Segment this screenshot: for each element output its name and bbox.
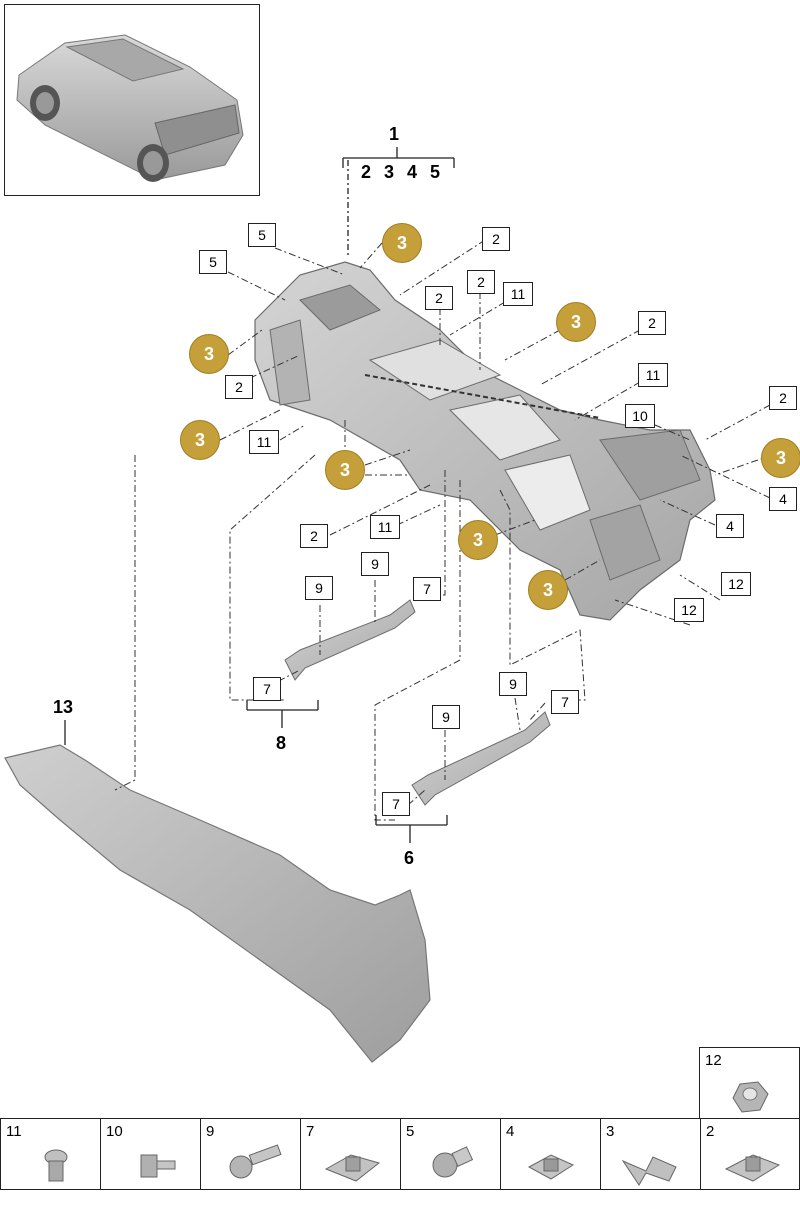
vehicle-thumbnail [4,4,260,196]
part-label-11[interactable]: 11 [370,515,400,539]
legend-num: 9 [206,1123,215,1140]
legend-cell-5[interactable]: 5 [400,1118,501,1190]
bracket-assembly-6 [411,711,551,806]
assembly-label-1: 1 [389,124,400,144]
part-label-5[interactable]: 5 [199,250,227,274]
legend-num: 10 [106,1123,123,1140]
part-label-11[interactable]: 11 [249,430,279,454]
part-label-10[interactable]: 10 [625,404,655,428]
assembly-label-6: 6 [404,848,415,868]
spring-clip-icon [621,1156,677,1186]
screw-icon [229,1144,282,1179]
sub-label-4: 4 [407,162,418,182]
car-illustration [16,34,244,182]
assembly-label-8: 8 [276,733,287,753]
part-label-9[interactable]: 9 [432,705,460,729]
legend-num: 11 [6,1123,22,1140]
cage-nut-icon [527,1154,575,1180]
legend-cell-2[interactable]: 2 [700,1118,800,1190]
legend-cell-7[interactable]: 7 [300,1118,401,1190]
part-label-9[interactable]: 9 [499,672,527,696]
callout-3[interactable]: 3 [180,420,220,460]
callout-3[interactable]: 3 [528,570,568,610]
sub-label-2: 2 [361,162,372,182]
part-label-7[interactable]: 7 [253,677,281,701]
group-brackets [246,700,448,843]
part-label-9[interactable]: 9 [361,552,389,576]
part-label-2[interactable]: 2 [300,524,328,548]
callout-3[interactable]: 3 [189,334,229,374]
legend-num: 12 [705,1052,722,1069]
part-label-4[interactable]: 4 [716,514,744,538]
part-label-11[interactable]: 11 [638,363,668,387]
callout-3[interactable]: 3 [556,302,596,342]
legend-cell-4[interactable]: 4 [500,1118,601,1190]
bracket-assembly-8 [284,599,416,681]
bolt-icon [44,1149,68,1182]
part-label-2[interactable]: 2 [638,311,666,335]
legend-cell-12[interactable]: 12 [699,1047,800,1119]
sub-label-3: 3 [384,162,395,182]
part-label-12[interactable]: 12 [721,572,751,596]
part-label-4[interactable]: 4 [769,487,797,511]
legend-num: 2 [706,1123,715,1140]
part-label-2[interactable]: 2 [225,375,253,399]
bolt-icon [432,1146,474,1178]
callout-3[interactable]: 3 [325,450,365,490]
callout-3[interactable]: 3 [458,520,498,560]
legend-cell-11[interactable]: 11 [0,1118,101,1190]
part-label-7[interactable]: 7 [551,690,579,714]
callout-3[interactable]: 3 [761,438,800,478]
console-frame [254,261,716,621]
legend-num: 3 [606,1123,615,1140]
part-label-9[interactable]: 9 [305,576,333,600]
clip-nut-icon [324,1154,381,1182]
legend-cell-10[interactable]: 10 [100,1118,201,1190]
part-label-7[interactable]: 7 [413,577,441,601]
part-label-2[interactable]: 2 [769,386,797,410]
callout-3[interactable]: 3 [382,223,422,263]
part-label-2[interactable]: 2 [467,270,495,294]
group-bracket [342,147,455,255]
screw-icon [140,1154,176,1178]
assembly-label-13: 13 [53,697,74,717]
legend-num: 4 [506,1123,515,1140]
sub-label-5: 5 [430,162,441,182]
part-label-2[interactable]: 2 [425,286,453,310]
legend-num: 5 [406,1123,415,1140]
part-label-7[interactable]: 7 [382,792,410,816]
legend-cell-3[interactable]: 3 [600,1118,701,1190]
part-label-2[interactable]: 2 [482,227,510,251]
clip-nut-icon [724,1154,781,1182]
part-label-5[interactable]: 5 [248,223,276,247]
legend-cell-9[interactable]: 9 [200,1118,301,1190]
legend-num: 7 [306,1123,315,1140]
trim-panel-13 [4,744,431,1063]
hex-nut-icon [732,1081,769,1113]
part-label-12[interactable]: 12 [674,598,704,622]
part-label-11[interactable]: 11 [503,282,533,306]
